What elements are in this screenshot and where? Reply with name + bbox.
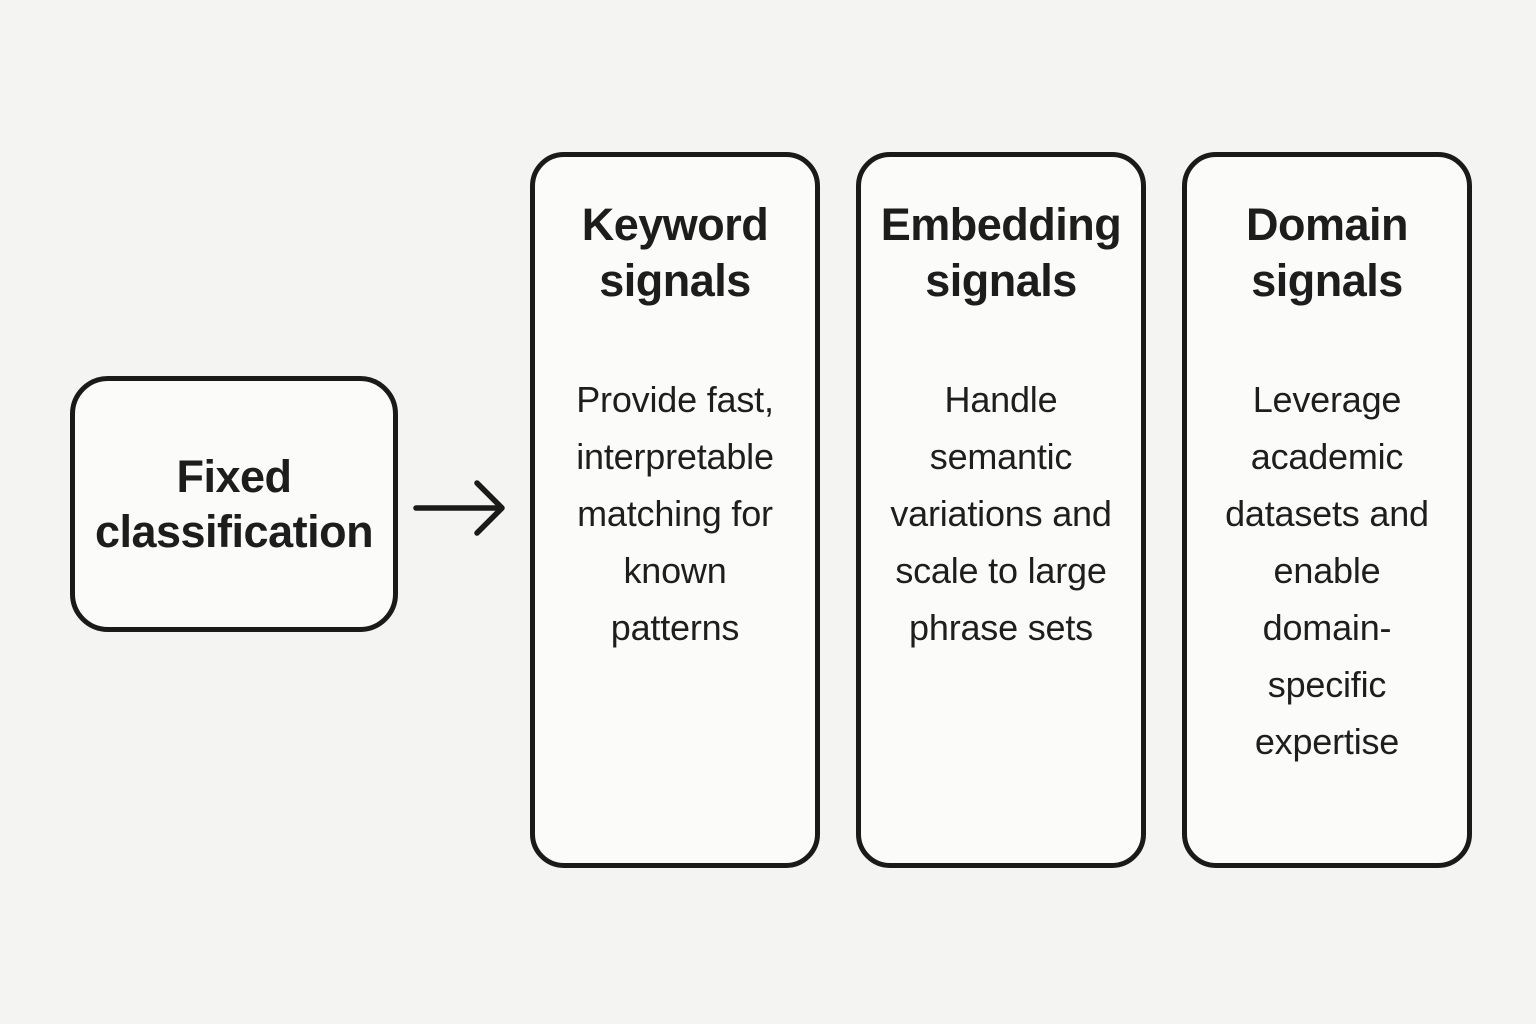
arrow-right-icon bbox=[413, 480, 505, 536]
node-fixed-classification: Fixed classification bbox=[70, 376, 398, 632]
domain-signals-title: Domain signals bbox=[1245, 199, 1409, 306]
node-embedding-signals: Embedding signals Handle semantic variat… bbox=[856, 152, 1146, 868]
embedding-signals-title: Embedding signals bbox=[880, 199, 1122, 306]
domain-signals-description: Leverage academic datasets and enable do… bbox=[1225, 379, 1429, 762]
keyword-signals-description: Provide fast, interpretable matching for… bbox=[576, 379, 774, 648]
source-node-label: Fixed classification bbox=[94, 451, 374, 557]
embedding-signals-description: Handle semantic variations and scale to … bbox=[890, 379, 1112, 648]
keyword-signals-title: Keyword signals bbox=[581, 199, 769, 306]
node-domain-signals: Domain signals Leverage academic dataset… bbox=[1182, 152, 1472, 868]
node-keyword-signals: Keyword signals Provide fast, interpreta… bbox=[530, 152, 820, 868]
